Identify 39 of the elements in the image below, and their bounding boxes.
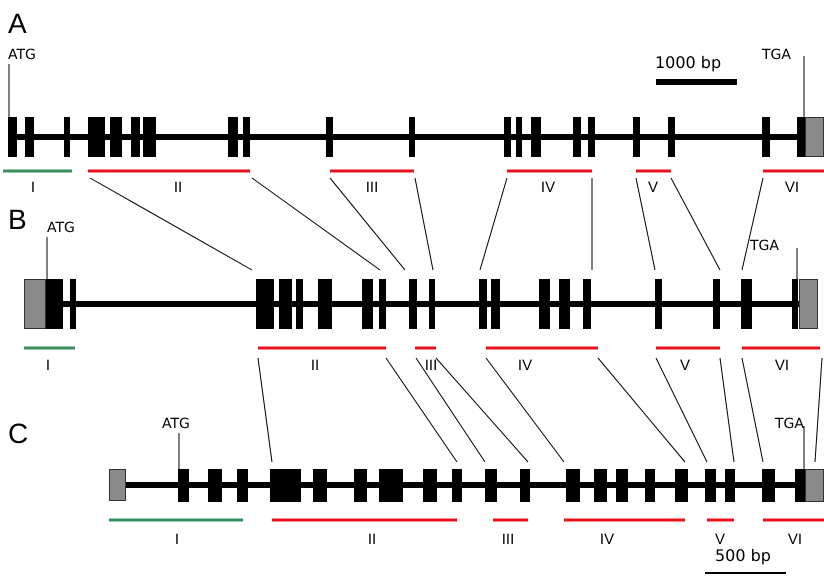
domain-label: VI xyxy=(774,358,790,373)
domain-label: III xyxy=(502,532,514,547)
exon-block xyxy=(797,117,805,157)
domain-label: IV xyxy=(600,532,614,547)
panel-letter: C xyxy=(8,420,28,448)
exon-block xyxy=(792,279,798,329)
leader-line xyxy=(178,432,180,470)
exon-block xyxy=(46,279,63,329)
exon-block xyxy=(795,469,805,502)
leader-line xyxy=(8,64,10,118)
leader-line xyxy=(796,248,798,280)
domain-label: III xyxy=(424,358,438,373)
domain-label: I xyxy=(174,532,180,547)
codon-label: ATG xyxy=(8,48,36,62)
exon-block xyxy=(178,469,189,502)
scale-label: 500 bp xyxy=(715,548,771,564)
domain-label: III xyxy=(366,180,378,195)
domain-label: II xyxy=(174,180,182,195)
exon-block xyxy=(8,117,17,157)
domain-label: VI xyxy=(784,180,800,195)
codon-label: TGA xyxy=(775,417,804,431)
domain-label: IV xyxy=(540,180,556,195)
codon-label: ATG xyxy=(47,221,75,235)
codon-label: TGA xyxy=(750,239,779,253)
panel-letter: B xyxy=(8,206,27,234)
codon-label: ATG xyxy=(162,417,190,431)
domain-label: II xyxy=(368,532,376,547)
domain-label: V xyxy=(680,358,690,373)
domain-label: VI xyxy=(788,532,802,547)
domain-label: IV xyxy=(518,358,532,373)
domain-label: V xyxy=(648,180,658,195)
domain-label: I xyxy=(46,358,50,373)
domain-label: II xyxy=(310,358,320,373)
domain-label: V xyxy=(715,532,725,547)
scale-label: 1000 bp xyxy=(655,55,722,71)
codon-label: TGA xyxy=(762,48,791,62)
leader-line xyxy=(46,236,48,280)
domain-label: I xyxy=(30,180,36,195)
panel-letter: A xyxy=(8,10,27,38)
